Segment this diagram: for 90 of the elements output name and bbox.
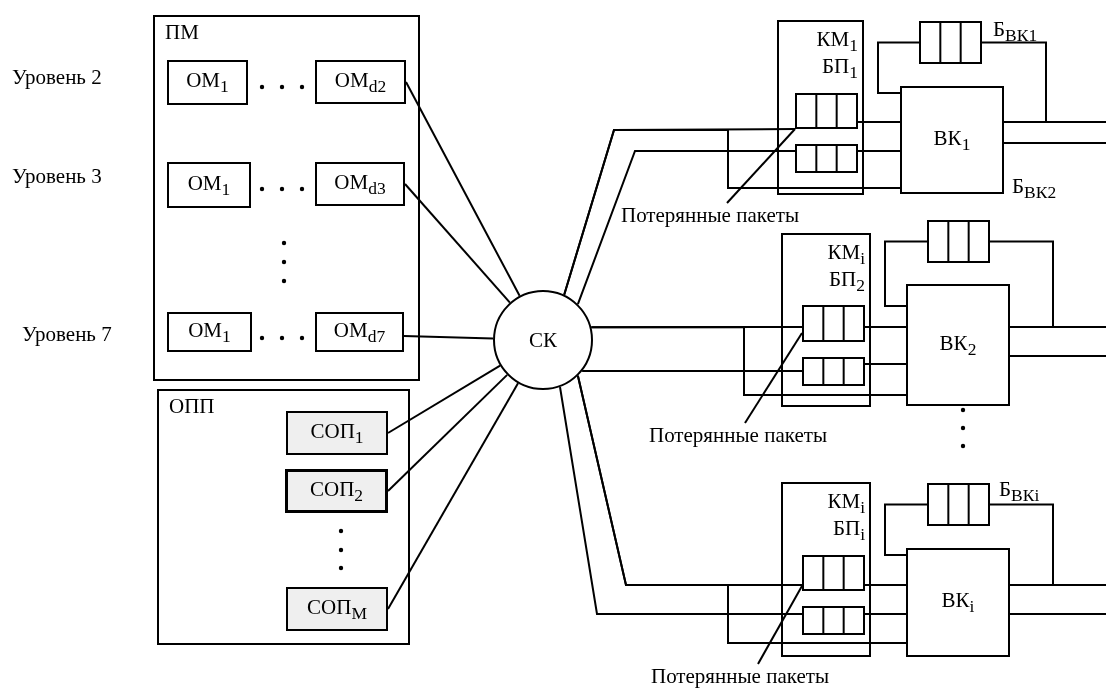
text-label: Уровень 7 [22, 323, 112, 346]
queue-buffer [795, 93, 858, 129]
connector-line [884, 503, 928, 556]
box-label: СОП$_{1}$ [310, 419, 364, 447]
connector-line [864, 363, 907, 365]
connector-line [864, 326, 907, 328]
group-box [153, 15, 420, 381]
box-label: БП$_{2}$ [829, 267, 865, 295]
connector-line [404, 183, 511, 304]
box-label: ОМ$_{d2}$ [334, 68, 387, 96]
connector-line [559, 386, 803, 615]
connector-line [877, 41, 920, 94]
module-box [315, 162, 405, 206]
connector-line [989, 240, 1054, 328]
connector-line [563, 129, 901, 296]
connector-line [576, 374, 907, 644]
box-label: ОМ$_{d3}$ [334, 170, 386, 198]
connector-line [989, 503, 1054, 586]
box-label: КМ$_{i}$ [827, 490, 865, 517]
queue-buffer [919, 21, 982, 64]
connector-line [576, 150, 796, 306]
connector-line [857, 150, 901, 152]
connector-line [1009, 584, 1106, 586]
box-label: БП$_{1}$ [822, 54, 858, 82]
box-label: ОМ$_{d7}$ [333, 318, 386, 346]
connector-line [403, 335, 494, 340]
module-box [286, 587, 388, 631]
text-label: Б$_{ВК2}$ [1012, 175, 1057, 202]
connector-line [590, 326, 907, 396]
connector-line [981, 41, 1047, 123]
connector-line [405, 81, 521, 297]
box-label: СОП$_{2}$ [309, 477, 364, 505]
box-label: КМ$_{i}$ [827, 241, 865, 268]
group-box [157, 389, 410, 645]
queue-buffer [802, 606, 865, 635]
annotation-text: Потерянные пакеты [620, 203, 800, 227]
buffer-label: Б$_{ВК1}$ [993, 18, 1038, 45]
box-label: ВК$_{1}$ [933, 126, 971, 154]
connector-line [1009, 326, 1106, 328]
connector-line [581, 370, 803, 373]
queue-buffer [795, 144, 858, 173]
channel-module-box [781, 482, 871, 657]
channel-module-box [781, 233, 871, 407]
queue-buffer [927, 483, 990, 526]
module-box [167, 312, 252, 352]
box-label: КМ$_{1}$ [816, 28, 858, 55]
connector-line [1003, 121, 1106, 123]
queue-buffer [802, 555, 865, 591]
channel-box [900, 86, 1004, 194]
leader-line [744, 332, 803, 424]
connector-line [884, 240, 928, 307]
connector-line [387, 382, 519, 610]
module-box [167, 60, 248, 105]
connector-line [1003, 142, 1106, 144]
box-label: ВК$_{2}$ [939, 331, 977, 359]
group-title: ОПП [169, 395, 215, 418]
box-label: ОМ$_{1}$ [186, 69, 229, 96]
box-label: ВК$_{i}$ [941, 589, 975, 616]
connector-line [387, 373, 509, 492]
module-box [285, 469, 388, 513]
queue-buffer [802, 357, 865, 386]
channel-box [906, 284, 1010, 406]
module-box [286, 411, 388, 455]
module-box [315, 60, 406, 104]
queue-buffer [927, 220, 990, 263]
group-title: ПМ [165, 21, 199, 44]
buffer-label: Б$_{ВКi}$ [999, 478, 1040, 505]
box-label: БП$_{i}$ [832, 516, 865, 544]
channel-box [906, 548, 1010, 657]
box-label: ОМ$_{1}$ [187, 171, 231, 199]
annotation-text: Потерянные пакеты [648, 423, 828, 447]
connector-line [864, 613, 907, 615]
connector-line [387, 364, 502, 434]
channel-module-box [777, 20, 864, 195]
text-label: Уровень 2 [12, 66, 102, 89]
text-label: Уровень 3 [12, 165, 102, 188]
connector-line [857, 121, 901, 123]
leader-line [757, 585, 803, 665]
module-box [167, 162, 251, 208]
module-box [315, 312, 404, 352]
connector-line [1009, 355, 1106, 357]
connector-line [1009, 613, 1106, 615]
connector-line [864, 584, 907, 586]
queue-buffer [802, 305, 865, 342]
box-label: СОП$_{M}$ [307, 595, 367, 623]
box-label: ОМ$_{1}$ [188, 318, 231, 346]
switch-circle [493, 290, 593, 390]
leader-line [726, 128, 796, 204]
annotation-text: Потерянные пакеты [650, 664, 830, 688]
box-label: СК [529, 328, 557, 351]
